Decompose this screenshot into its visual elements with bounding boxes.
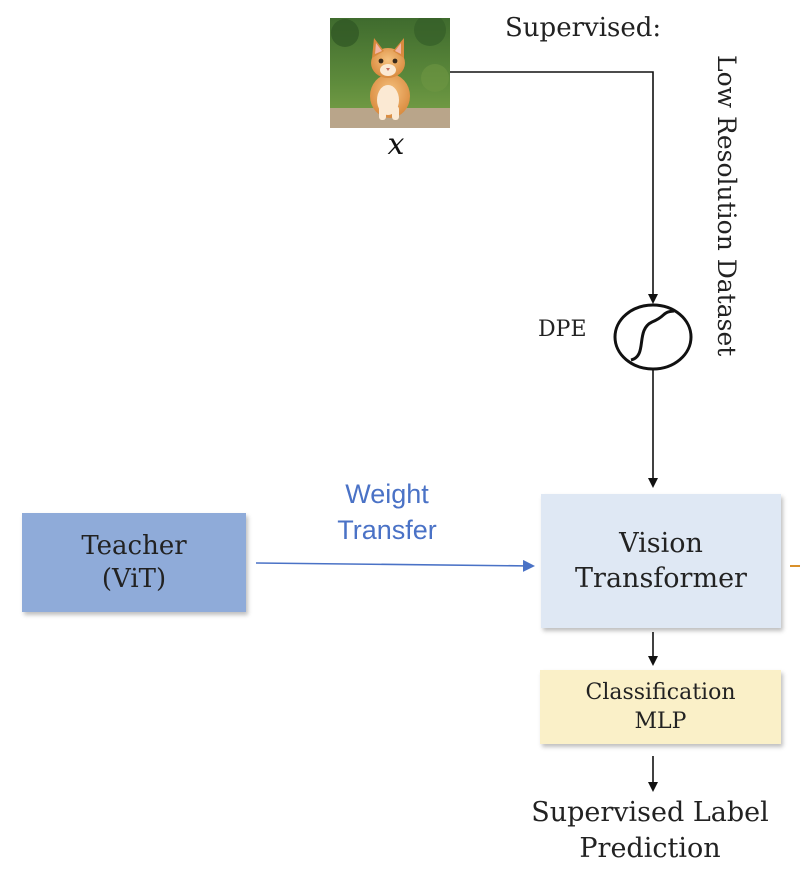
input-cat-image: [330, 18, 450, 128]
image-to-dpe-arrow: [450, 71, 658, 304]
teacher-box: Teacher (ViT): [22, 513, 246, 612]
weight-transfer-arrow: [255, 559, 535, 572]
vit-line1: Vision: [619, 528, 703, 559]
vit-line2: Transformer: [575, 563, 747, 594]
output-line1: Supervised Label: [531, 797, 769, 828]
classification-mlp-box: Classification MLP: [540, 670, 781, 744]
teacher-title: Teacher: [81, 530, 187, 561]
output-label: Supervised Label Prediction: [505, 795, 795, 867]
output-line2: Prediction: [579, 833, 721, 864]
vision-transformer-box: Vision Transformer: [541, 494, 781, 628]
mlp-line1: Classification: [585, 680, 736, 705]
weight-transfer-line2: Transfer: [337, 515, 437, 545]
dpe-label: DPE: [538, 317, 587, 342]
dataset-label: Low Resolution Dataset: [712, 55, 741, 357]
mlp-line2: MLP: [634, 709, 687, 734]
weight-transfer-line1: Weight: [345, 479, 429, 509]
supervised-label: Supervised:: [505, 13, 662, 43]
dpe-symbol: [613, 303, 693, 371]
weight-transfer-label: Weight Transfer: [320, 476, 454, 548]
input-variable-label: x: [387, 127, 405, 162]
teacher-subtitle: (ViT): [101, 563, 167, 594]
